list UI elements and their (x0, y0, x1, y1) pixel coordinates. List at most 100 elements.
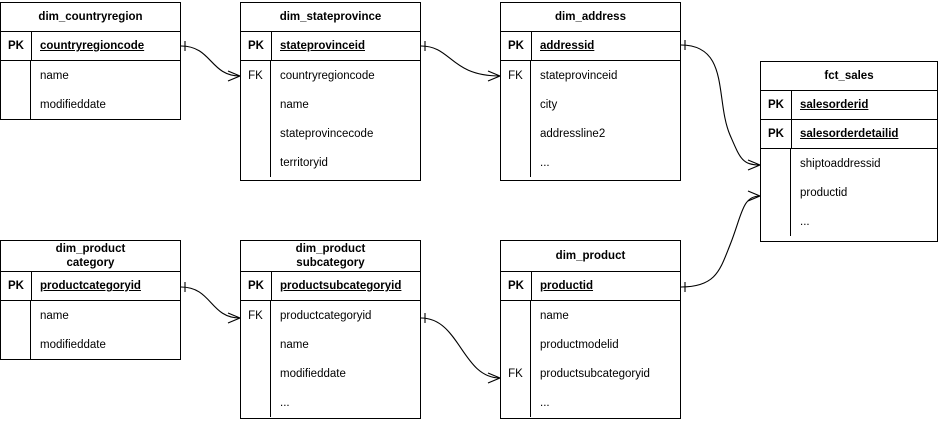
key-label (1, 330, 30, 359)
entity-body-rows: shiptoaddressid productid ... (761, 149, 937, 236)
entity-fct-sales[interactable]: fct_sales PK salesorderid PK salesorderd… (760, 61, 938, 242)
entity-dim-productcategory[interactable]: dim_product category PK productcategoryi… (0, 240, 181, 360)
entity-title: dim_product subcategory (241, 241, 420, 272)
column-name: shiptoaddressid (800, 157, 881, 170)
key-column (761, 149, 791, 236)
key-column: FK (241, 301, 271, 417)
key-column (1, 61, 31, 119)
column-name: countryregioncode (280, 69, 375, 82)
key-label (761, 149, 790, 178)
column-name: name (40, 309, 69, 322)
entity-dim-address[interactable]: dim_address PK addressid FK stateprovinc… (500, 2, 681, 181)
table-row[interactable]: PK productsubcategoryid (241, 272, 420, 301)
key-label (501, 148, 530, 177)
key-column: FK (241, 61, 271, 177)
relationship-productcategory-to-subcategory (180, 282, 241, 324)
key-label: FK (508, 367, 523, 380)
column-name: productcategoryid (280, 309, 372, 322)
key-label (501, 301, 530, 330)
table-row[interactable]: PK salesorderdetailid (761, 120, 937, 149)
key-label: PK (768, 99, 784, 111)
key-label (501, 388, 530, 417)
column-name: stateprovinceid (540, 69, 618, 82)
entity-title: dim_address (501, 3, 680, 32)
key-label: PK (768, 128, 784, 140)
relationship-product-to-sales (680, 190, 761, 292)
column-divider (531, 272, 532, 300)
key-label (1, 301, 30, 330)
table-row[interactable]: PK stateprovinceid (241, 32, 420, 61)
entity-title: dim_product category (1, 241, 180, 272)
table-row[interactable]: PK salesorderid (761, 91, 937, 120)
entity-key-rows: PK salesorderid PK salesorderdetailid (761, 91, 937, 149)
entity-dim-product[interactable]: dim_product PK productid FK name product… (500, 240, 681, 419)
entity-body-rows: FK productcategoryid name modifieddate .… (241, 301, 420, 417)
column-name: productid (540, 280, 594, 292)
column-divider (271, 32, 272, 60)
entity-body-rows: name modifieddate (1, 61, 180, 119)
key-label (241, 119, 270, 148)
column-divider (31, 32, 32, 60)
column-divider (31, 272, 32, 300)
key-label: PK (8, 40, 24, 52)
key-label (761, 178, 790, 207)
column-name: ... (540, 156, 550, 169)
name-column: countryregioncode name stateprovincecode… (271, 61, 420, 177)
key-label: PK (508, 280, 524, 292)
entity-key-rows: PK productsubcategoryid (241, 272, 420, 301)
table-row[interactable]: PK addressid (501, 32, 680, 61)
key-label (501, 90, 530, 119)
table-row[interactable]: PK productcategoryid (1, 272, 180, 301)
entity-body-rows: name modifieddate (1, 301, 180, 359)
entity-dim-stateprovince[interactable]: dim_stateprovince PK stateprovinceid FK … (240, 2, 421, 181)
key-label (761, 207, 790, 236)
column-name: name (540, 309, 569, 322)
key-label (1, 90, 30, 119)
entity-body-rows: FK stateprovinceid city addressline2 ... (501, 61, 680, 177)
column-name: modifieddate (280, 367, 346, 380)
key-column: FK (501, 61, 531, 177)
key-label: FK (508, 69, 523, 82)
entity-key-rows: PK productcategoryid (1, 272, 180, 301)
entity-title: dim_countryregion (1, 3, 180, 32)
entity-body-rows: FK countryregioncode name stateprovincec… (241, 61, 420, 177)
column-divider (271, 272, 272, 300)
entity-title: dim_product (501, 241, 680, 272)
key-label (501, 330, 530, 359)
column-name: city (540, 98, 558, 111)
name-column: name productmodelid productsubcategoryid… (531, 301, 680, 417)
entity-key-rows: PK countryregioncode (1, 32, 180, 61)
table-row[interactable]: PK productid (501, 272, 680, 301)
column-name: productcategoryid (40, 280, 141, 292)
entity-dim-productsubcategory[interactable]: dim_product subcategory PK productsubcat… (240, 240, 421, 419)
key-column: FK (501, 301, 531, 417)
column-name: addressid (540, 40, 595, 52)
key-label (241, 388, 270, 417)
relationship-countryregion-to-stateprovince (180, 41, 241, 82)
entity-title: dim_stateprovince (241, 3, 420, 32)
column-name: salesorderid (800, 99, 869, 111)
key-label (501, 119, 530, 148)
key-label: PK (8, 280, 24, 292)
column-name: salesorderdetailid (800, 128, 899, 140)
entity-body-rows: FK name productmodelid productsubcategor… (501, 301, 680, 417)
key-label: PK (508, 40, 524, 52)
column-name: stateprovincecode (280, 127, 374, 140)
column-name: stateprovinceid (280, 40, 365, 52)
table-row[interactable]: PK countryregioncode (1, 32, 180, 61)
name-column: stateprovinceid city addressline2 ... (531, 61, 680, 177)
key-label (241, 90, 270, 119)
column-divider (791, 120, 792, 148)
key-label (241, 330, 270, 359)
column-name: name (40, 69, 69, 82)
key-column (1, 301, 31, 359)
name-column: name modifieddate (31, 61, 180, 119)
column-name: modifieddate (40, 338, 106, 351)
entity-title: fct_sales (761, 62, 937, 91)
column-name: productsubcategoryid (540, 367, 650, 380)
column-name: productmodelid (540, 338, 619, 351)
relationship-stateprovince-to-address (420, 41, 501, 82)
column-name: ... (540, 396, 550, 409)
key-label: FK (248, 309, 263, 322)
entity-dim-countryregion[interactable]: dim_countryregion PK countryregioncode n… (0, 2, 181, 120)
